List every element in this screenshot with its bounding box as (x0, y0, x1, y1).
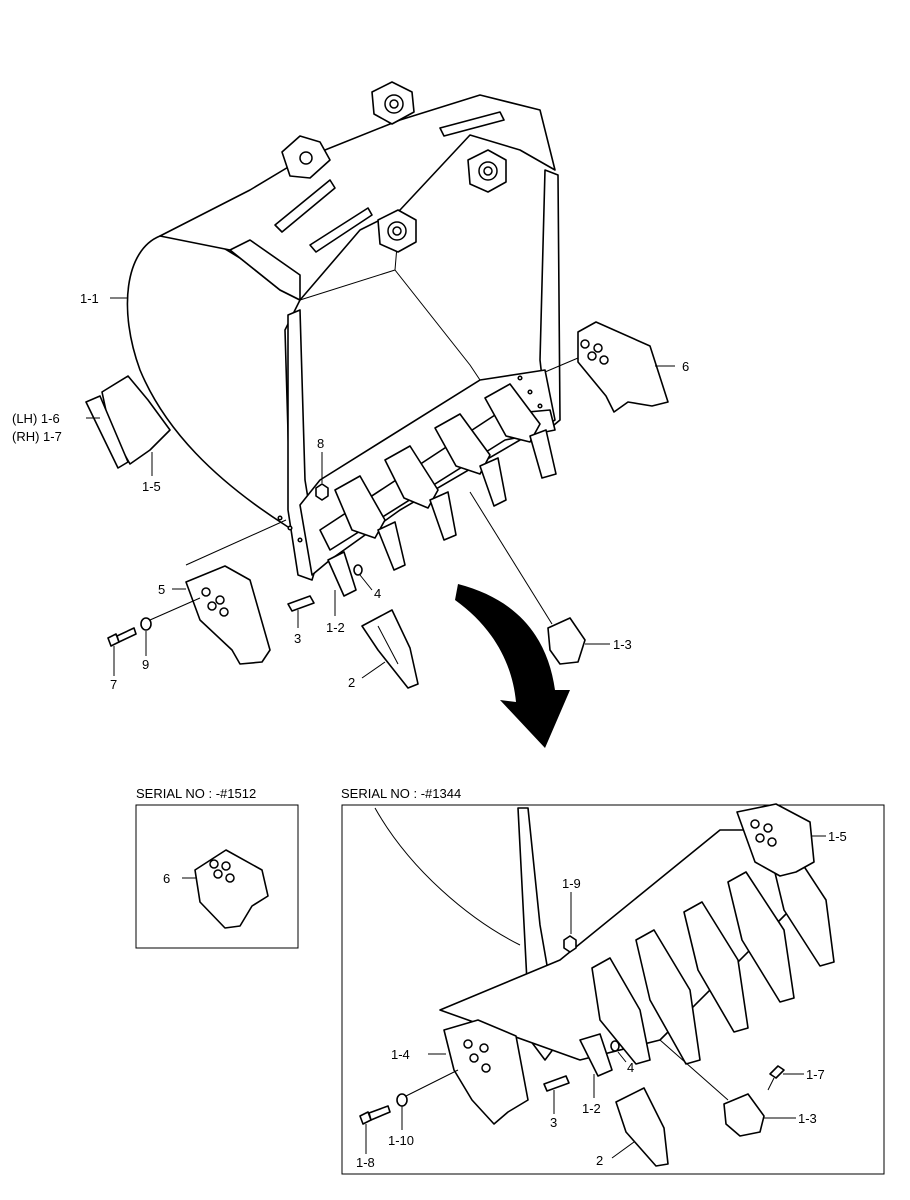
washer-9 (140, 597, 201, 656)
label-1-3: 1-3 (613, 637, 632, 652)
label-6: 6 (682, 359, 689, 374)
inset-large-frame (341, 804, 885, 1175)
inset-large-caption: SERIAL NO : -#1344 (341, 786, 461, 801)
inset-label-1-9: 1-9 (562, 876, 581, 891)
adapters-main (327, 383, 557, 597)
inset-label-1-8: 1-8 (356, 1155, 375, 1170)
inset-small-label-6: 6 (163, 871, 170, 886)
label-2: 2 (348, 675, 355, 690)
side-cutter-5 (172, 519, 287, 665)
inset-large-detail (359, 803, 835, 1167)
pin-3 (287, 595, 315, 628)
label-9: 9 (142, 657, 149, 672)
inset-label-1-10: 1-10 (388, 1133, 414, 1148)
inset-label-2: 2 (596, 1153, 603, 1168)
inset-label-1-3: 1-3 (798, 1111, 817, 1126)
tooth-point-2 (361, 609, 419, 689)
label-8: 8 (317, 436, 324, 451)
inset-label-1-7: 1-7 (806, 1067, 825, 1082)
label-3: 3 (294, 631, 301, 646)
label-1-2: 1-2 (326, 620, 345, 635)
label-4: 4 (374, 586, 381, 601)
inset-small-frame (135, 804, 299, 949)
label-1-7: (RH) 1-7 (12, 429, 62, 444)
wear-plates (85, 375, 171, 476)
label-7: 7 (110, 677, 117, 692)
tooth-end-1-3 (469, 491, 610, 665)
inset-label-1-5: 1-5 (828, 829, 847, 844)
label-5: 5 (158, 582, 165, 597)
nut-8 (315, 452, 329, 501)
direction-arrow (455, 584, 570, 748)
inset-small-caption: SERIAL NO : -#1512 (136, 786, 256, 801)
bolt-7 (107, 627, 137, 676)
side-cutter-6 (544, 321, 675, 413)
label-1-6: (LH) 1-6 (12, 411, 60, 426)
label-1-5: 1-5 (142, 479, 161, 494)
lock-4 (353, 564, 373, 591)
inset-label-4: 4 (627, 1060, 634, 1075)
inset-label-1-4: 1-4 (391, 1047, 410, 1062)
inset-label-1-2: 1-2 (582, 1101, 601, 1116)
inset-small-side-cutter (182, 849, 269, 929)
inset-label-3: 3 (550, 1115, 557, 1130)
label-1-1: 1-1 (80, 291, 99, 306)
